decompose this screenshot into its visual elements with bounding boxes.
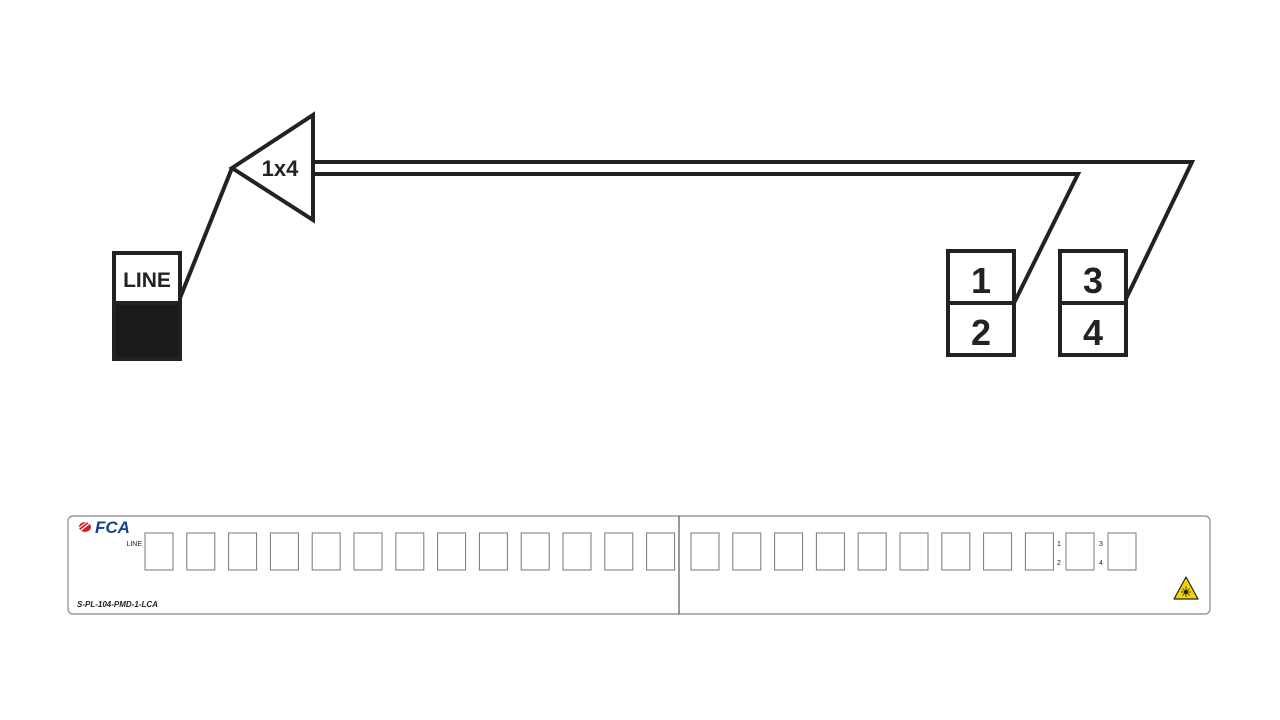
panel-port-label-3: 3 [1099, 541, 1103, 548]
port-1-2-adapter-slot [1065, 532, 1095, 571]
laser-warning-icon [1173, 576, 1199, 600]
adapter-slots-left [144, 532, 676, 571]
port-label-4: 4 [1083, 312, 1103, 353]
left-adapter-slot [437, 532, 467, 571]
front-panel: FCA LINE 1 2 3 4 S-PL-104-PMD-1-LCA [67, 515, 1211, 615]
right-adapter-slot [941, 532, 971, 571]
right-adapter-slot [857, 532, 887, 571]
right-adapter-slot [732, 532, 762, 571]
splitter-diagram: 1x4 LINE 1 2 3 4 [112, 111, 1196, 361]
brand-logo: FCA [78, 518, 130, 537]
left-adapter-slot [311, 532, 341, 571]
left-adapter-slot [269, 532, 299, 571]
right-adapter-slot [774, 532, 804, 571]
port-group-3-4: 3 4 [1058, 249, 1128, 357]
right-adapter-slot [899, 532, 929, 571]
left-adapter-slot [604, 532, 634, 571]
left-adapter-slot [478, 532, 508, 571]
port-label-1: 1 [971, 260, 991, 301]
panel-line-label: LINE [126, 541, 142, 548]
port-label-3: 3 [1083, 260, 1103, 301]
model-number: S-PL-104-PMD-1-LCA [77, 600, 158, 609]
left-adapter-slot [186, 532, 216, 571]
right-adapter-slot [1024, 532, 1054, 571]
panel-port-label-2: 2 [1057, 560, 1061, 567]
fiber-to-port-3-4 [313, 160, 1196, 304]
left-adapter-slot [353, 532, 383, 571]
port-label-2: 2 [971, 312, 991, 353]
port-3-4-adapter-slot [1107, 532, 1137, 571]
left-adapter-slot [228, 532, 258, 571]
splitter-label: 1x4 [262, 156, 299, 181]
left-adapter-slot [646, 532, 676, 571]
line-fiber [176, 167, 234, 304]
left-adapter-slot [562, 532, 592, 571]
line-port-label: LINE [123, 269, 171, 292]
brand-name: FCA [95, 518, 130, 537]
fiber-to-port-1-2 [313, 172, 1082, 304]
right-adapter-slot [690, 532, 720, 571]
line-port: LINE [112, 251, 182, 361]
left-adapter-slot [395, 532, 425, 571]
right-adapter-slot [983, 532, 1013, 571]
splitter-triangle [228, 111, 315, 224]
left-adapter-slot [144, 532, 174, 571]
right-adapter-slot [815, 532, 845, 571]
adapter-slots-right [690, 532, 1137, 571]
port-group-1-2: 1 2 [946, 249, 1016, 357]
logo-mark-icon [78, 520, 91, 532]
panel-port-label-1: 1 [1057, 541, 1061, 548]
left-adapter-slot [520, 532, 550, 571]
panel-port-label-4: 4 [1099, 560, 1103, 567]
